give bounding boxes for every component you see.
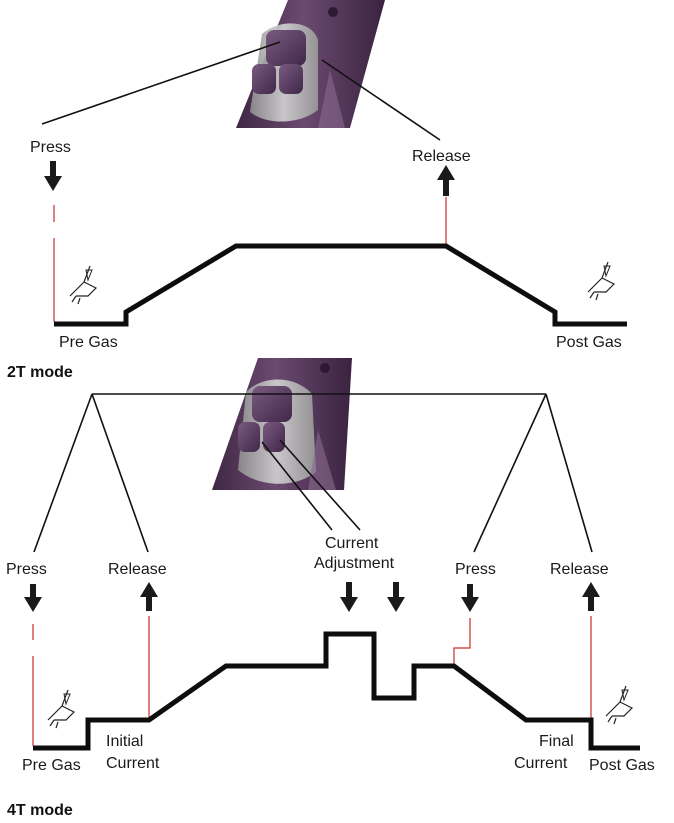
current-adjustment-label-line1: Current [325, 535, 379, 552]
leader-line-press [41, 41, 281, 125]
pre-gas-label: Pre Gas [59, 334, 118, 351]
tig-torch-icon [47, 689, 76, 729]
tig-torch-icon [587, 261, 616, 301]
arrow-down-icon [461, 584, 479, 612]
mode-title-4t: 4T mode [7, 802, 73, 819]
tig-torch-icon [605, 685, 634, 725]
current-adjustment-label-line2: Adjustment [314, 555, 395, 572]
torch-handle-image [212, 358, 352, 490]
arrow-up-icon [437, 165, 455, 196]
arrow-down-icon [44, 161, 62, 191]
post-gas-label: Post Gas [589, 757, 655, 774]
post-gas-label: Post Gas [556, 334, 622, 351]
release-label: Release [412, 148, 471, 165]
leader-line-release [321, 59, 441, 141]
waveform-4t [33, 631, 640, 751]
initial-current-label-line2: Current [106, 755, 160, 772]
arrow-up-icon [140, 582, 158, 611]
press-label-2: Press [455, 561, 496, 578]
section-2t: Press Release Pre Gas Post Gas 2 [7, 0, 627, 381]
arrow-down-icon [24, 584, 42, 612]
initial-current-label-line1: Initial [106, 733, 143, 750]
arrow-down-icon [387, 582, 405, 612]
arrow-down-icon [340, 582, 358, 612]
torch-handle-image [236, 0, 385, 128]
mode-title-2t: 2T mode [7, 364, 73, 381]
tig-torch-icon [69, 265, 98, 305]
section-4t: Press Release Current Adjustment Press R… [6, 358, 655, 819]
final-current-label-line1: Final [539, 733, 574, 750]
waveform-2t [54, 243, 627, 327]
press-label: Press [30, 139, 71, 156]
guide-lines-4t [32, 616, 592, 746]
release-label-2: Release [550, 561, 609, 578]
press-label-1: Press [6, 561, 47, 578]
final-current-label-line2: Current [514, 755, 568, 772]
arrow-up-icon [582, 582, 600, 611]
pre-gas-label: Pre Gas [22, 757, 81, 774]
release-label-1: Release [108, 561, 167, 578]
leader-lines-4t [33, 393, 593, 553]
